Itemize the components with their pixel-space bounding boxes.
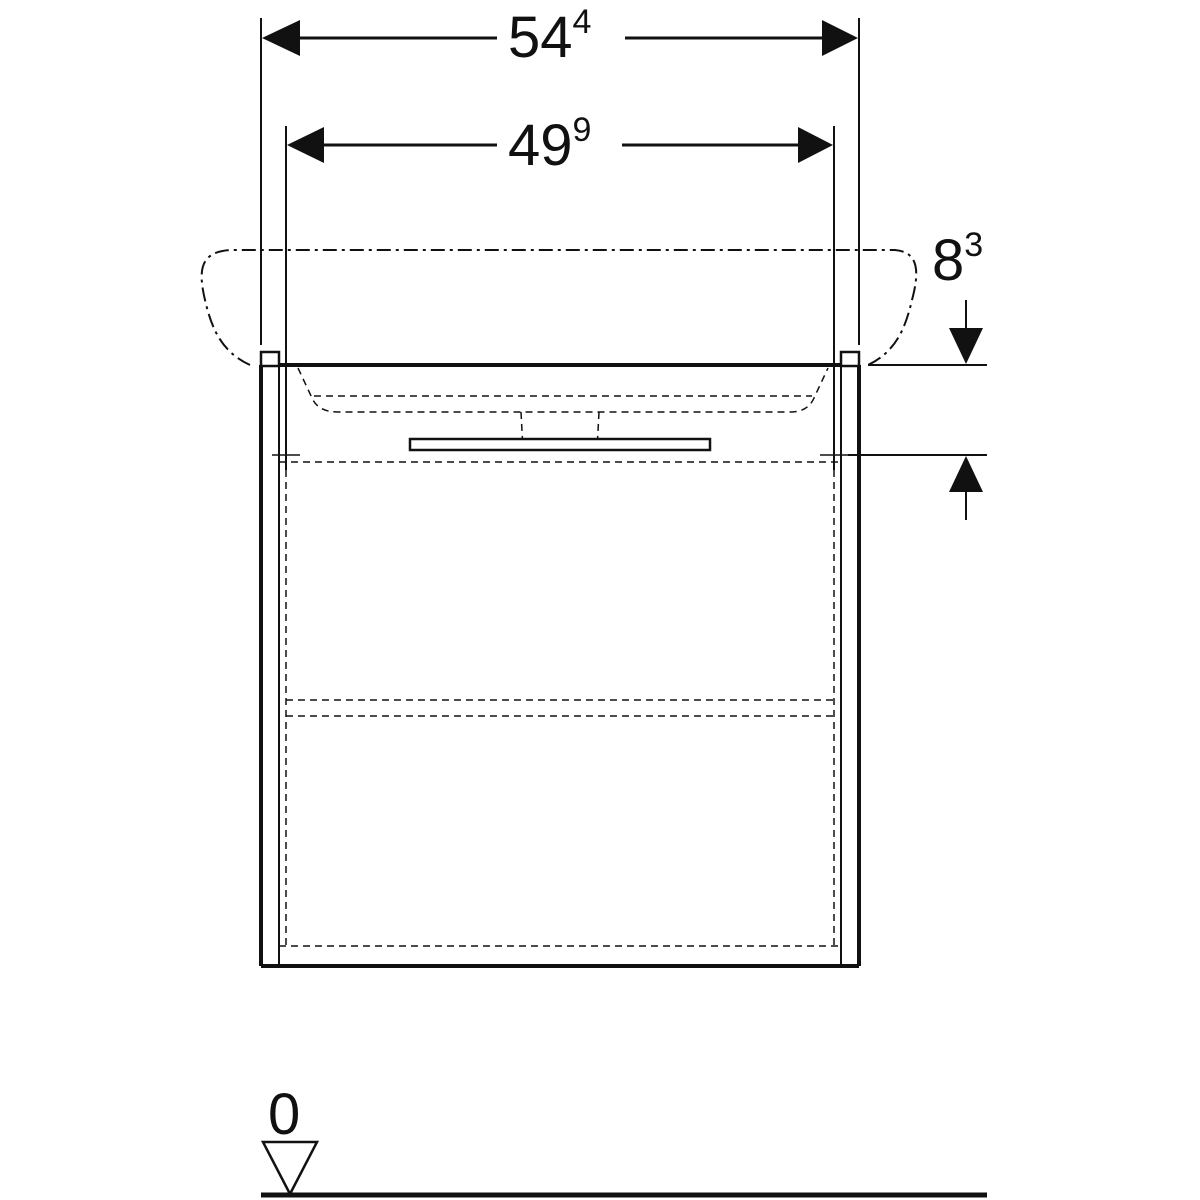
datum-triangle-icon	[260, 1140, 320, 1197]
overall-width-sup: 4	[573, 3, 592, 41]
drawer-handle	[408, 437, 712, 452]
overall-width-label: 544	[508, 3, 591, 70]
drain-left-hidden	[520, 411, 524, 451]
overall-width-main: 54	[508, 5, 573, 70]
arrowhead-right	[798, 127, 833, 163]
drain-right-hidden	[596, 411, 600, 451]
mounting-crosshairs	[272, 440, 848, 470]
arrowhead-right	[822, 20, 858, 56]
top-offset-sup: 3	[964, 226, 983, 264]
overall-width-dimension	[260, 18, 860, 345]
inner-width-dimension	[285, 126, 835, 470]
left-mounting-bracket	[259, 350, 281, 368]
inner-width-sup: 9	[573, 111, 592, 149]
floor-datum-label: 0	[268, 1082, 300, 1147]
floor-datum: 0	[260, 1082, 987, 1198]
right-mounting-bracket	[839, 350, 861, 368]
arrowhead-up	[949, 456, 983, 492]
washbasin-outline	[200, 249, 918, 366]
basin-bowl-hidden-outline	[297, 367, 829, 413]
arrowhead-left	[287, 127, 324, 163]
arrowhead-left	[262, 20, 300, 56]
cabinet-body	[259, 350, 861, 968]
top-offset-main: 8	[932, 228, 964, 293]
top-offset-label: 83	[932, 226, 983, 293]
arrowhead-down	[949, 328, 983, 364]
inner-width-label: 499	[508, 111, 591, 178]
top-offset-dimension	[848, 300, 987, 520]
hidden-lines	[278, 367, 841, 966]
inner-width-main: 49	[508, 113, 573, 178]
